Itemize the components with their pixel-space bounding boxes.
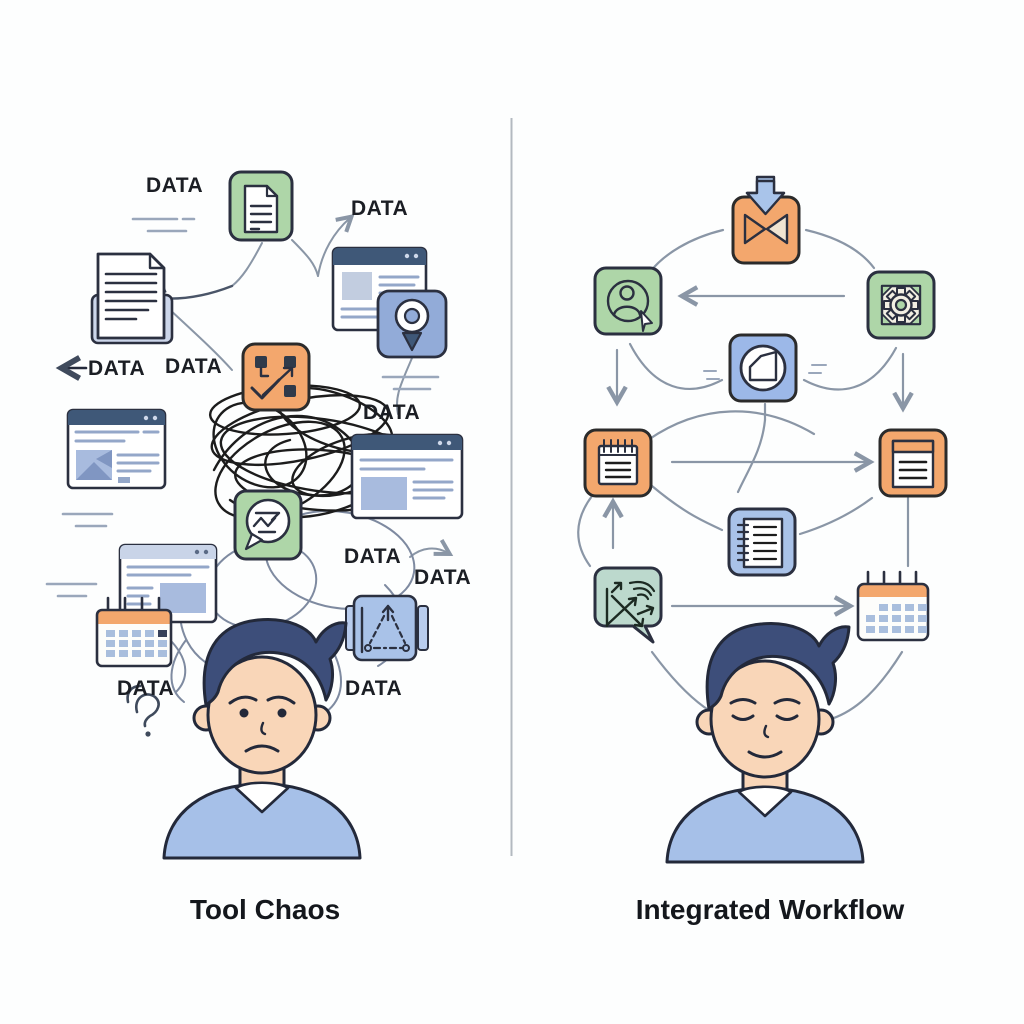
- data-label-8: DATA: [117, 677, 175, 700]
- data-label-3: DATA: [88, 357, 146, 380]
- browser-content-icon: [118, 543, 218, 624]
- caption-integrated-workflow: Integrated Workflow: [635, 894, 905, 925]
- caption-tool-chaos: Tool Chaos: [189, 894, 341, 925]
- speed-dashes: [45, 217, 440, 598]
- notepad-icon: [583, 428, 653, 498]
- right-panel-illustration: [577, 175, 948, 864]
- question-squiggle: [126, 684, 160, 737]
- diagram-triangle-icon: [345, 594, 429, 662]
- calendar-icon-right: [856, 570, 930, 642]
- data-label-7: DATA: [414, 566, 472, 589]
- document-stack-icon: [90, 252, 174, 345]
- stressed-person: [162, 618, 362, 860]
- chat-chart-icon: [233, 489, 303, 561]
- workflow-arrows: [577, 228, 914, 726]
- browser-article-icon: [350, 433, 464, 520]
- data-label-9: DATA: [345, 677, 403, 700]
- data-label-4: DATA: [165, 355, 223, 378]
- data-label-2: DATA: [351, 197, 409, 220]
- notebook-icon: [727, 507, 797, 577]
- left-panel-illustration: [45, 170, 464, 860]
- data-label-5: DATA: [363, 401, 421, 424]
- data-label-6: DATA: [344, 545, 402, 568]
- task-board-icon: [241, 342, 311, 412]
- user-target-icon: [593, 266, 663, 336]
- calendar-icon: [95, 596, 173, 668]
- document-green-icon: [228, 170, 294, 242]
- document-icon: [878, 428, 948, 498]
- chart-circle-icon: [728, 333, 798, 403]
- settings-gear-icon: [866, 270, 936, 340]
- map-pin-icon: [376, 289, 448, 359]
- import-merge-icon: [731, 175, 801, 265]
- browser-image-icon: [66, 408, 167, 490]
- analytics-signal-icon: [593, 566, 663, 644]
- data-label-1: DATA: [146, 174, 204, 197]
- calm-person: [665, 622, 865, 864]
